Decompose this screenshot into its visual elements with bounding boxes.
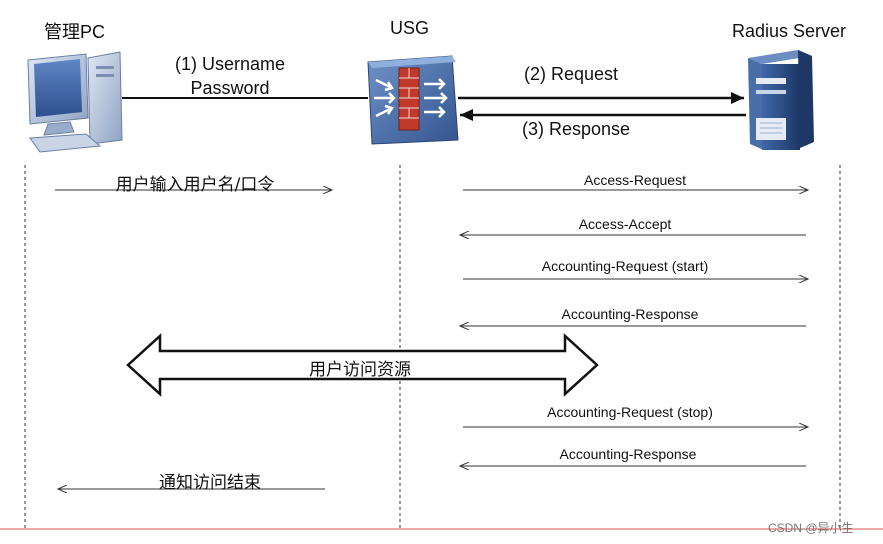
desktop-pc-icon xyxy=(27,51,123,153)
server-tower-icon xyxy=(748,50,814,150)
acct-request-start-label: Accounting-Request (start) xyxy=(541,258,709,274)
username-label: (1) Username xyxy=(174,54,286,74)
access-request-label: Access-Request xyxy=(584,172,686,188)
server-label: Radius Server xyxy=(732,21,847,41)
firewall-icon xyxy=(367,55,459,145)
notify-end-label: 通知访问结束 xyxy=(159,473,261,493)
access-accept-label: Access-Accept xyxy=(578,216,672,232)
acct-response-2-label: Accounting-Response xyxy=(559,446,697,462)
password-label: Password xyxy=(190,78,270,98)
acct-request-stop-label: Accounting-Request (stop) xyxy=(547,404,713,420)
acct-response-1-label: Accounting-Response xyxy=(561,306,699,322)
user-access-double-arrow xyxy=(126,333,599,397)
pc-label: 管理PC xyxy=(44,22,106,42)
user-access-label: 用户访问资源 xyxy=(309,360,411,380)
usg-label: USG xyxy=(390,18,430,38)
user-input-label: 用户输入用户名/口令 xyxy=(115,175,275,195)
response-label: (3) Response xyxy=(522,119,631,139)
watermark: CSDN @异小生 xyxy=(768,521,854,535)
request-label: (2) Request xyxy=(524,64,619,84)
